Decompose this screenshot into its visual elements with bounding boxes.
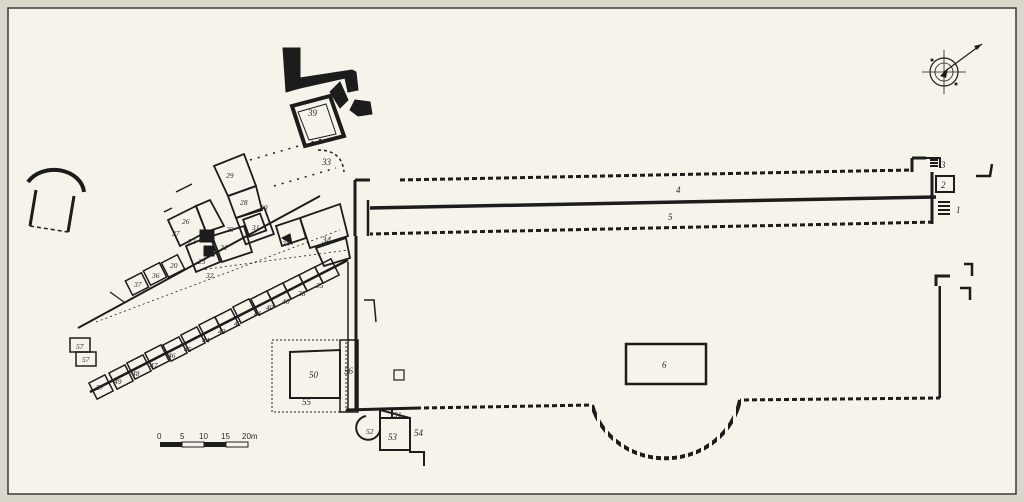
label-49: 49 [114, 377, 122, 386]
label-53: 53 [388, 432, 398, 442]
label-40: 40 [282, 297, 290, 306]
label-55: 55 [302, 397, 312, 407]
altar-6 [624, 342, 708, 386]
scale-tick-5: 5 [180, 432, 185, 441]
scale-bar-segment-1 [160, 442, 182, 447]
label-21: 21 [220, 243, 228, 252]
label-54: 54 [414, 428, 424, 438]
label-48: 48 [132, 369, 140, 378]
scale-bar-segment-2 [181, 441, 205, 448]
diagonal-wing [69, 137, 352, 401]
scale-bar: 0 5 10 15 20m [157, 432, 258, 448]
label-33: 33 [321, 157, 332, 167]
label-5: 5 [668, 212, 673, 222]
compass-rose-icon [922, 43, 983, 94]
label-20: 20 [170, 261, 178, 270]
scale-tick-20m: 20m [242, 432, 258, 441]
label-22: 22 [188, 237, 196, 246]
scale-bar-segment-3 [204, 442, 226, 447]
label-57c: 57 [96, 383, 104, 392]
room-22-fill [199, 229, 215, 243]
southwest-rooms [271, 339, 421, 413]
scale-tick-0: 0 [157, 432, 162, 441]
label-51: 51 [394, 410, 402, 419]
label-44: 44 [202, 336, 210, 345]
label-56: 56 [344, 366, 354, 376]
room-labels: 1 2 3 4 5 6 20 21 22 23 24 25 26 27 28 2… [76, 108, 961, 442]
north-building [282, 47, 373, 149]
label-46b: 40 [266, 303, 274, 312]
label-26: 26 [182, 217, 190, 226]
label-31: 31 [251, 223, 260, 232]
label-32: 32 [205, 271, 214, 280]
label-6: 6 [662, 360, 667, 370]
scale-tick-10: 10 [199, 432, 208, 441]
label-30: 30 [259, 203, 268, 212]
label-24: 24 [282, 239, 290, 248]
paper-background [7, 7, 1017, 495]
scale-bar-segment-4 [225, 441, 249, 448]
label-38: 38 [297, 289, 306, 298]
label-36: 36 [151, 271, 160, 280]
label-52: 52 [366, 427, 374, 436]
label-25: 25 [226, 225, 234, 234]
left-round-structure [26, 167, 86, 233]
label-47: 47 [150, 361, 158, 370]
room-23-fill [203, 245, 215, 257]
label-43: 43 [218, 327, 226, 336]
label-46: 46 [168, 351, 176, 360]
east-end-rooms [926, 157, 994, 215]
label-4: 4 [676, 185, 681, 195]
label-57a: 57 [76, 342, 84, 351]
label-29: 29 [226, 171, 234, 180]
label-28: 28 [240, 198, 248, 207]
label-34: 34 [321, 235, 332, 245]
label-50: 50 [309, 370, 319, 380]
label-37: 37 [133, 280, 142, 289]
label-45: 45 [184, 345, 192, 354]
label-27: 27 [172, 229, 180, 238]
courtyard-walls [347, 236, 974, 461]
label-3: 3 [940, 160, 946, 170]
scale-tick-15: 15 [221, 432, 230, 441]
label-35: 35 [315, 281, 324, 290]
label-57b: 57 [82, 355, 90, 364]
label-1: 1 [956, 205, 961, 215]
label-41: 41 [254, 309, 262, 318]
label-23: 23 [198, 257, 206, 266]
label-2: 2 [941, 180, 946, 190]
south-small-rooms [355, 408, 425, 466]
label-39: 39 [307, 108, 318, 118]
label-42: 42 [234, 319, 242, 328]
stoa-walls [353, 156, 937, 236]
